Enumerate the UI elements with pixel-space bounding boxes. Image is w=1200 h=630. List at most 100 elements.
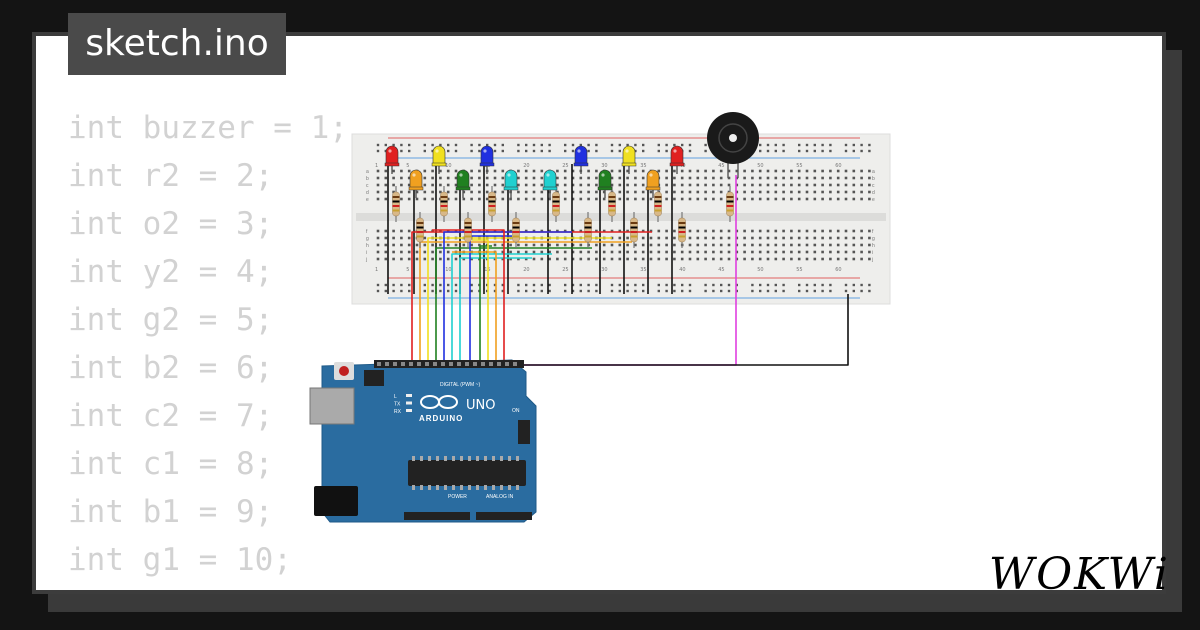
resistor-band xyxy=(584,222,592,224)
atmega-chip xyxy=(408,460,526,486)
led xyxy=(669,145,685,174)
rail-hole xyxy=(618,283,621,287)
hole xyxy=(860,257,863,261)
project-preview-card[interactable]: int buzzer = 1;int r2 = 2;int o2 = 3;int… xyxy=(32,32,1166,594)
hole xyxy=(439,176,442,180)
hole xyxy=(454,197,458,201)
hole xyxy=(727,169,731,173)
hole xyxy=(751,236,754,240)
hole xyxy=(852,176,856,180)
chip-pin xyxy=(508,456,511,461)
hole xyxy=(446,169,450,173)
hole xyxy=(805,169,809,173)
code-line: int o2 = 3; xyxy=(68,206,274,242)
hole xyxy=(657,250,661,254)
hole xyxy=(407,176,411,180)
rail-hole xyxy=(439,289,442,293)
rail-hole xyxy=(805,149,809,153)
hole xyxy=(743,257,746,261)
row-letter: j xyxy=(365,257,367,263)
row-letter: a xyxy=(366,169,369,175)
column-number: 5 xyxy=(406,163,409,169)
rail-hole xyxy=(829,283,832,287)
chip-pin xyxy=(516,456,519,461)
hole xyxy=(431,183,434,187)
hole xyxy=(384,190,388,194)
rail-hole xyxy=(439,283,442,287)
hole xyxy=(376,229,380,233)
rail-hole xyxy=(852,149,855,153)
rail-hole xyxy=(665,289,668,293)
hole xyxy=(493,257,497,261)
hole xyxy=(696,243,700,247)
buzzer xyxy=(707,112,759,178)
rail-hole xyxy=(798,283,801,287)
hole xyxy=(431,169,434,173)
hole xyxy=(563,257,567,261)
hole xyxy=(774,183,778,187)
hole xyxy=(595,169,598,173)
rail-hole xyxy=(860,283,863,287)
rail-hole xyxy=(766,283,770,287)
hole xyxy=(610,229,614,233)
hole xyxy=(478,197,481,201)
arduino-logo-right xyxy=(438,395,458,409)
hole xyxy=(782,257,785,261)
hole xyxy=(423,197,427,201)
code-line: int b2 = 6; xyxy=(68,350,274,386)
hole xyxy=(797,190,801,194)
hole xyxy=(852,169,856,173)
power-header xyxy=(404,512,470,520)
rail-hole xyxy=(493,283,497,287)
hole xyxy=(727,229,731,233)
hole xyxy=(719,229,723,233)
reset-button[interactable] xyxy=(339,366,349,376)
rail-hole xyxy=(525,149,528,153)
rail-hole xyxy=(486,143,489,147)
hole xyxy=(680,257,684,261)
buzzer-hole xyxy=(729,134,737,142)
rail-hole xyxy=(595,289,598,293)
resistor-band xyxy=(440,200,448,203)
rail-hole xyxy=(470,143,473,147)
resistor-band xyxy=(392,205,400,207)
hole xyxy=(524,243,528,247)
rail-hole xyxy=(681,143,684,147)
chip-pin xyxy=(484,485,487,490)
hole xyxy=(743,183,746,187)
file-tab[interactable]: sketch.ino xyxy=(68,13,286,75)
hole xyxy=(563,229,567,233)
hole xyxy=(641,183,645,187)
hole xyxy=(376,183,380,187)
hole xyxy=(852,183,856,187)
rail-hole xyxy=(657,149,660,153)
resistor-band xyxy=(678,226,686,229)
chip-pin xyxy=(444,485,447,490)
hole xyxy=(634,197,637,201)
wokwi-logo: WOKWi xyxy=(988,549,1170,600)
hole xyxy=(868,197,871,201)
hole xyxy=(860,243,863,247)
hole xyxy=(524,176,528,180)
hole xyxy=(501,176,505,180)
rail-hole xyxy=(525,143,528,147)
hole xyxy=(485,183,489,187)
hole xyxy=(407,169,411,173)
hole xyxy=(821,250,824,254)
hole xyxy=(446,197,450,201)
hole xyxy=(540,176,544,180)
hole xyxy=(665,236,668,240)
resistor-band xyxy=(630,235,638,238)
hole xyxy=(415,250,419,254)
hole xyxy=(766,197,770,201)
resistor-band xyxy=(654,196,662,198)
hole xyxy=(743,169,746,173)
hole xyxy=(509,197,512,201)
code-editor: int buzzer = 1;int r2 = 2;int o2 = 3;int… xyxy=(68,104,348,590)
led-body xyxy=(456,169,470,189)
hole xyxy=(797,243,801,247)
rail-hole xyxy=(376,289,380,293)
hole xyxy=(797,250,801,254)
hole xyxy=(462,243,466,247)
hole xyxy=(665,190,668,194)
